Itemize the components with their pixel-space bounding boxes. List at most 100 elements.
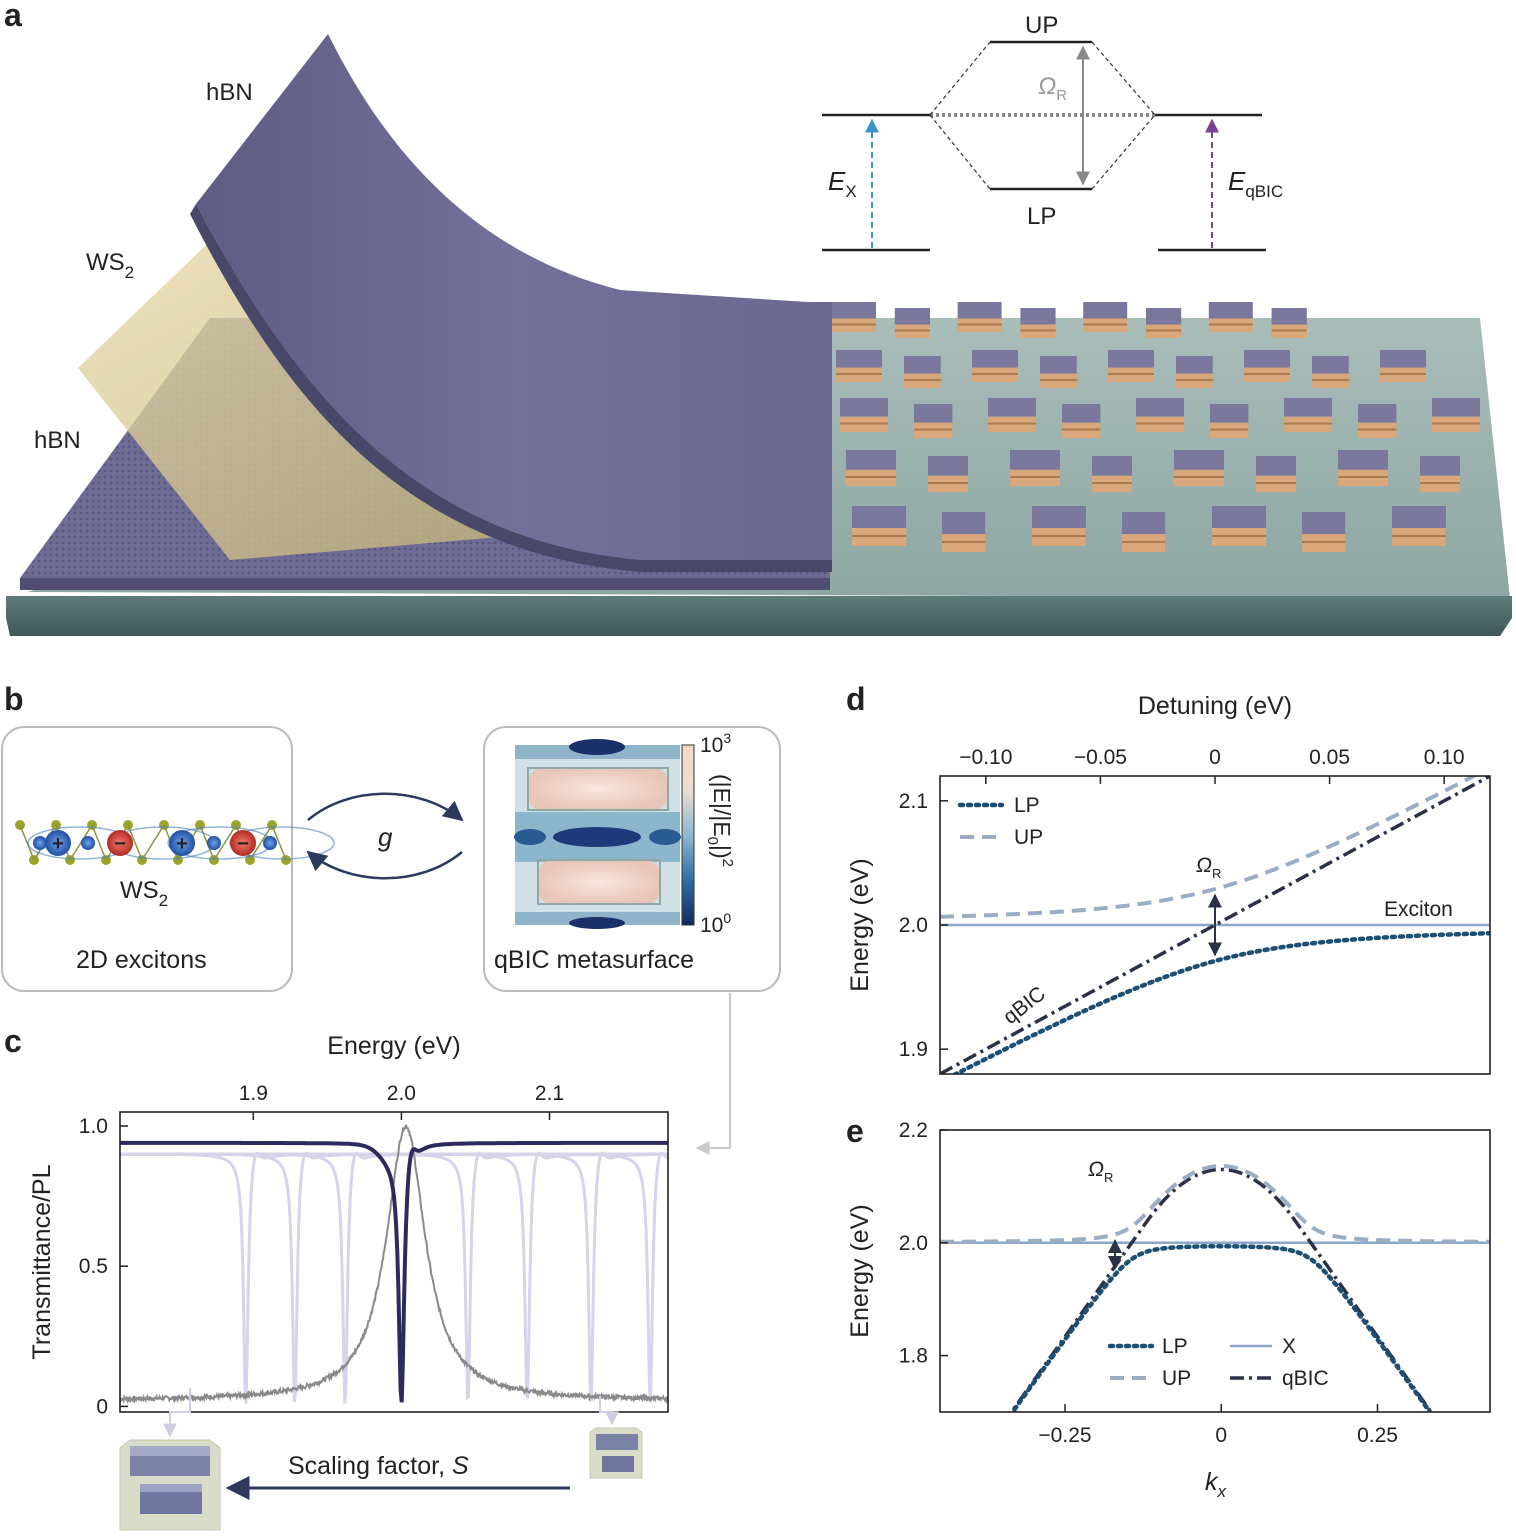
y-tick-label: 2.1 bbox=[899, 790, 928, 813]
exciton-annotation: Exciton bbox=[1384, 898, 1453, 921]
omega-r-annotation: ΩR bbox=[1088, 1158, 1113, 1185]
y-tick-label: 2.0 bbox=[899, 1232, 928, 1255]
y-axis-title: Energy (eV) bbox=[846, 858, 874, 991]
minus-sign: − bbox=[114, 833, 126, 855]
pillar-top bbox=[1244, 350, 1290, 368]
pillar bbox=[1244, 350, 1290, 382]
pillar bbox=[840, 398, 888, 432]
pillar-top bbox=[1212, 506, 1266, 528]
pillar bbox=[1020, 308, 1056, 338]
pillar-top bbox=[846, 450, 896, 470]
pillar bbox=[1122, 512, 1166, 552]
electron-minus: − bbox=[107, 830, 133, 856]
pillar bbox=[1010, 450, 1060, 486]
pillar-top bbox=[1392, 506, 1446, 528]
excitons-caption: 2D excitons bbox=[76, 946, 207, 974]
pillar bbox=[1040, 356, 1077, 388]
pillar-top bbox=[852, 506, 906, 528]
colorbar bbox=[681, 744, 695, 926]
x-tick-label: 2.1 bbox=[535, 1082, 564, 1105]
layer-labels: hBN WS2 hBN bbox=[34, 79, 253, 454]
qbic-curve bbox=[1009, 1167, 1434, 1412]
tungsten-atom bbox=[263, 836, 277, 850]
pillar-top bbox=[1380, 350, 1426, 368]
pillar-top bbox=[1302, 512, 1346, 534]
pillar bbox=[1284, 398, 1332, 432]
pillar-top bbox=[1083, 302, 1128, 319]
pillar-top bbox=[928, 456, 968, 476]
bond bbox=[91, 824, 107, 861]
y-tick-label: 0.5 bbox=[79, 1255, 108, 1278]
pillar bbox=[928, 456, 968, 492]
pillar bbox=[1062, 404, 1101, 438]
plot-frame bbox=[119, 1111, 669, 1413]
ws2-lattice: + − + − bbox=[15, 820, 335, 865]
up-level-label: UP bbox=[1025, 12, 1058, 39]
scaling-label: Scaling factor, S bbox=[288, 1452, 469, 1480]
y-tick-label: 2.2 bbox=[899, 1119, 928, 1142]
electron-minus: − bbox=[230, 830, 256, 856]
pillar bbox=[1146, 308, 1182, 338]
x-tick-label: −0.05 bbox=[1074, 746, 1127, 769]
hole-sphere bbox=[169, 830, 195, 856]
lp-level-label: LP bbox=[1027, 203, 1056, 230]
lp-branch bbox=[951, 930, 1490, 1074]
qbic-line bbox=[940, 776, 1490, 1074]
pillar-top bbox=[840, 398, 888, 417]
field-map bbox=[514, 739, 681, 929]
pillar-top bbox=[972, 350, 1018, 368]
transmittance-curve bbox=[120, 1140, 668, 1403]
bond bbox=[271, 824, 287, 861]
large-unit-cell bbox=[119, 1439, 221, 1531]
bond bbox=[199, 824, 215, 861]
scaled-resonance-curve bbox=[120, 1151, 668, 1403]
pillar-top bbox=[832, 302, 876, 319]
pillar-top bbox=[1032, 506, 1086, 528]
pillar bbox=[1420, 456, 1460, 492]
pillar-top bbox=[1122, 512, 1166, 534]
x-tick-label: 2.0 bbox=[387, 1082, 416, 1105]
y-axis-title: Transmittance/PL bbox=[28, 1164, 56, 1359]
top-x-axis-title: Detuning (eV) bbox=[1138, 692, 1292, 720]
plus-sign: + bbox=[52, 833, 64, 855]
pillar-top bbox=[1108, 350, 1154, 368]
colorbar-title: (|E|/|E0|)2 bbox=[704, 774, 736, 867]
ex-label: EX bbox=[828, 166, 857, 201]
up-branch bbox=[940, 776, 1479, 919]
pillar bbox=[846, 450, 896, 486]
hole-plus: + bbox=[45, 830, 71, 856]
pillar bbox=[1392, 506, 1446, 546]
excitons-box: +−+− WS2 2D excitons bbox=[1, 726, 335, 992]
pillar-top bbox=[1338, 450, 1388, 470]
pillar-top bbox=[1146, 308, 1182, 325]
pillar-top bbox=[1210, 404, 1249, 423]
pl-curve bbox=[120, 1124, 668, 1405]
pillar bbox=[1380, 350, 1426, 382]
pillar-top bbox=[1062, 404, 1101, 423]
pillar bbox=[972, 350, 1018, 382]
coupling-arrows: g bbox=[306, 792, 464, 880]
coupling-g-label: g bbox=[378, 822, 393, 852]
pillar bbox=[957, 302, 1002, 332]
pillar bbox=[1312, 356, 1349, 388]
top-hbn-sheet bbox=[196, 34, 832, 560]
pillar bbox=[1092, 456, 1132, 492]
pillar-top bbox=[1010, 450, 1060, 470]
legend-qbic-label: qBIC bbox=[1282, 1367, 1329, 1390]
pillar bbox=[1432, 398, 1480, 432]
legend-x-label: X bbox=[1282, 1335, 1296, 1358]
metasurface-box: 103 100 (|E|/|E0|)2 qBIC metasurface bbox=[483, 726, 781, 992]
plus-sign: + bbox=[176, 833, 188, 855]
qbic-annotation: qBIC bbox=[999, 982, 1050, 1029]
minus-sign: − bbox=[237, 833, 249, 855]
omega-r-label: ΩR bbox=[1038, 73, 1067, 104]
chart-e-series bbox=[940, 1164, 1490, 1412]
x-tick-label: −0.10 bbox=[959, 746, 1012, 769]
chart-c-series bbox=[120, 1124, 668, 1405]
up-branch bbox=[940, 1164, 1490, 1244]
pillar-top bbox=[1136, 398, 1184, 417]
tungsten-atom bbox=[81, 836, 95, 850]
panel-label-d: d bbox=[846, 681, 866, 717]
